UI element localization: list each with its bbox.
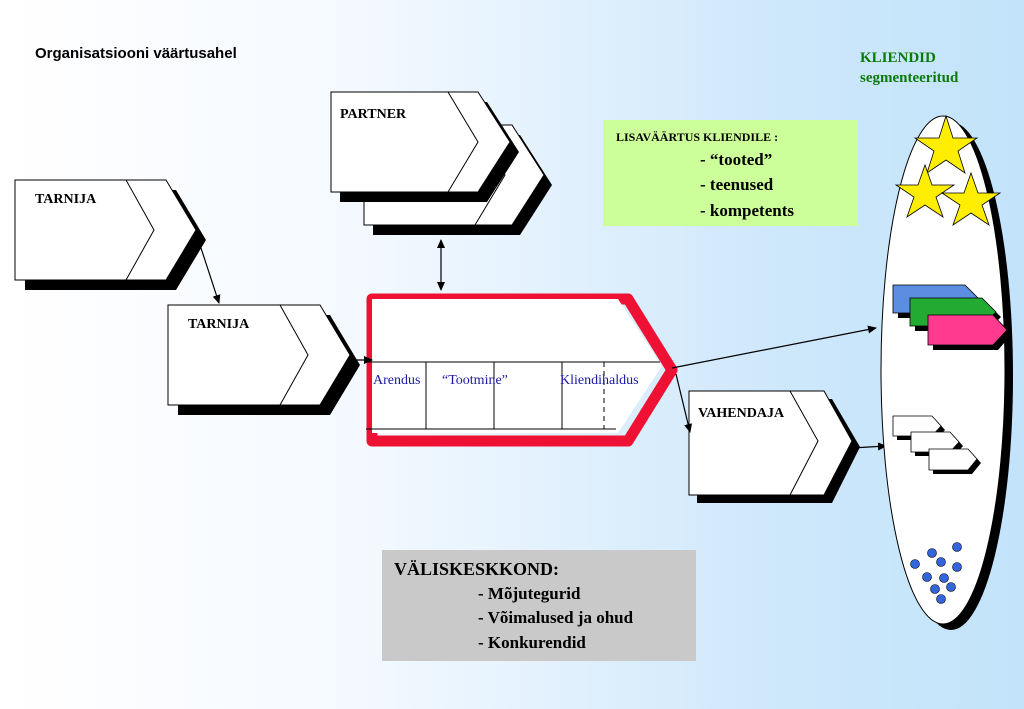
supplier-1-label: TARNIJA — [35, 192, 97, 207]
distributor-label: VAHENDAJA — [698, 406, 785, 421]
partner-label: PARTNER — [340, 107, 407, 122]
core-segment-label: “Tootmine” — [442, 373, 508, 388]
clients-title: KLIENDID segmenteeritud — [860, 48, 958, 88]
environment-box: VÄLISKESKKOND: - Mõjutegurid - Võimaluse… — [382, 550, 696, 661]
partner-shape: PARTNER — [330, 91, 552, 235]
environment-heading: VÄLISKESKKOND: — [394, 559, 560, 579]
star-icon-group — [894, 114, 1002, 226]
star-icon — [894, 163, 956, 218]
value-added-item: - “tooted” — [700, 150, 773, 169]
distributor-client-icons — [892, 415, 981, 474]
page-title: Organisatsiooni väärtusahel — [35, 45, 237, 62]
customer-segment-icons — [892, 284, 1012, 350]
individual-clients-dots — [910, 542, 962, 604]
value-added-heading: LISAVÄÄRTUS KLIENDILE : — [616, 130, 779, 144]
environment-item: - Konkurendid — [478, 633, 586, 652]
value-added-item: - teenused — [700, 175, 774, 194]
core-chain-shape: Arendus “Tootmine” Kliendihaldus — [366, 293, 678, 447]
arrow-supplier1-to-supplier2 — [199, 244, 221, 304]
supplier-1-shape: TARNIJA — [14, 179, 206, 290]
arrow-distributor-to-clients — [851, 442, 887, 451]
value-added-item: - kompetents — [700, 201, 794, 220]
star-icon — [940, 171, 1002, 226]
distributor-shape: VAHENDAJA — [688, 390, 860, 503]
supplier-2-shape: TARNIJA — [167, 304, 360, 415]
environment-item: - Mõjutegurid — [478, 584, 581, 603]
supplier-2-label: TARNIJA — [188, 317, 250, 332]
clients-title-line1: KLIENDID — [860, 50, 936, 66]
star-icon — [913, 114, 979, 174]
value-added-box: LISAVÄÄRTUS KLIENDILE : - “tooted” - tee… — [603, 120, 858, 226]
arrow-core-to-distributor — [675, 373, 693, 433]
core-segment-label: Kliendihaldus — [560, 373, 639, 388]
environment-item: - Võimalused ja ohud — [478, 608, 634, 627]
arrow-core-to-clients — [671, 325, 877, 369]
core-segment-label: Arendus — [373, 373, 420, 388]
clients-title-line2: segmenteeritud — [860, 70, 959, 86]
clients-ellipse — [880, 115, 1013, 630]
connector-arrows — [199, 239, 887, 451]
